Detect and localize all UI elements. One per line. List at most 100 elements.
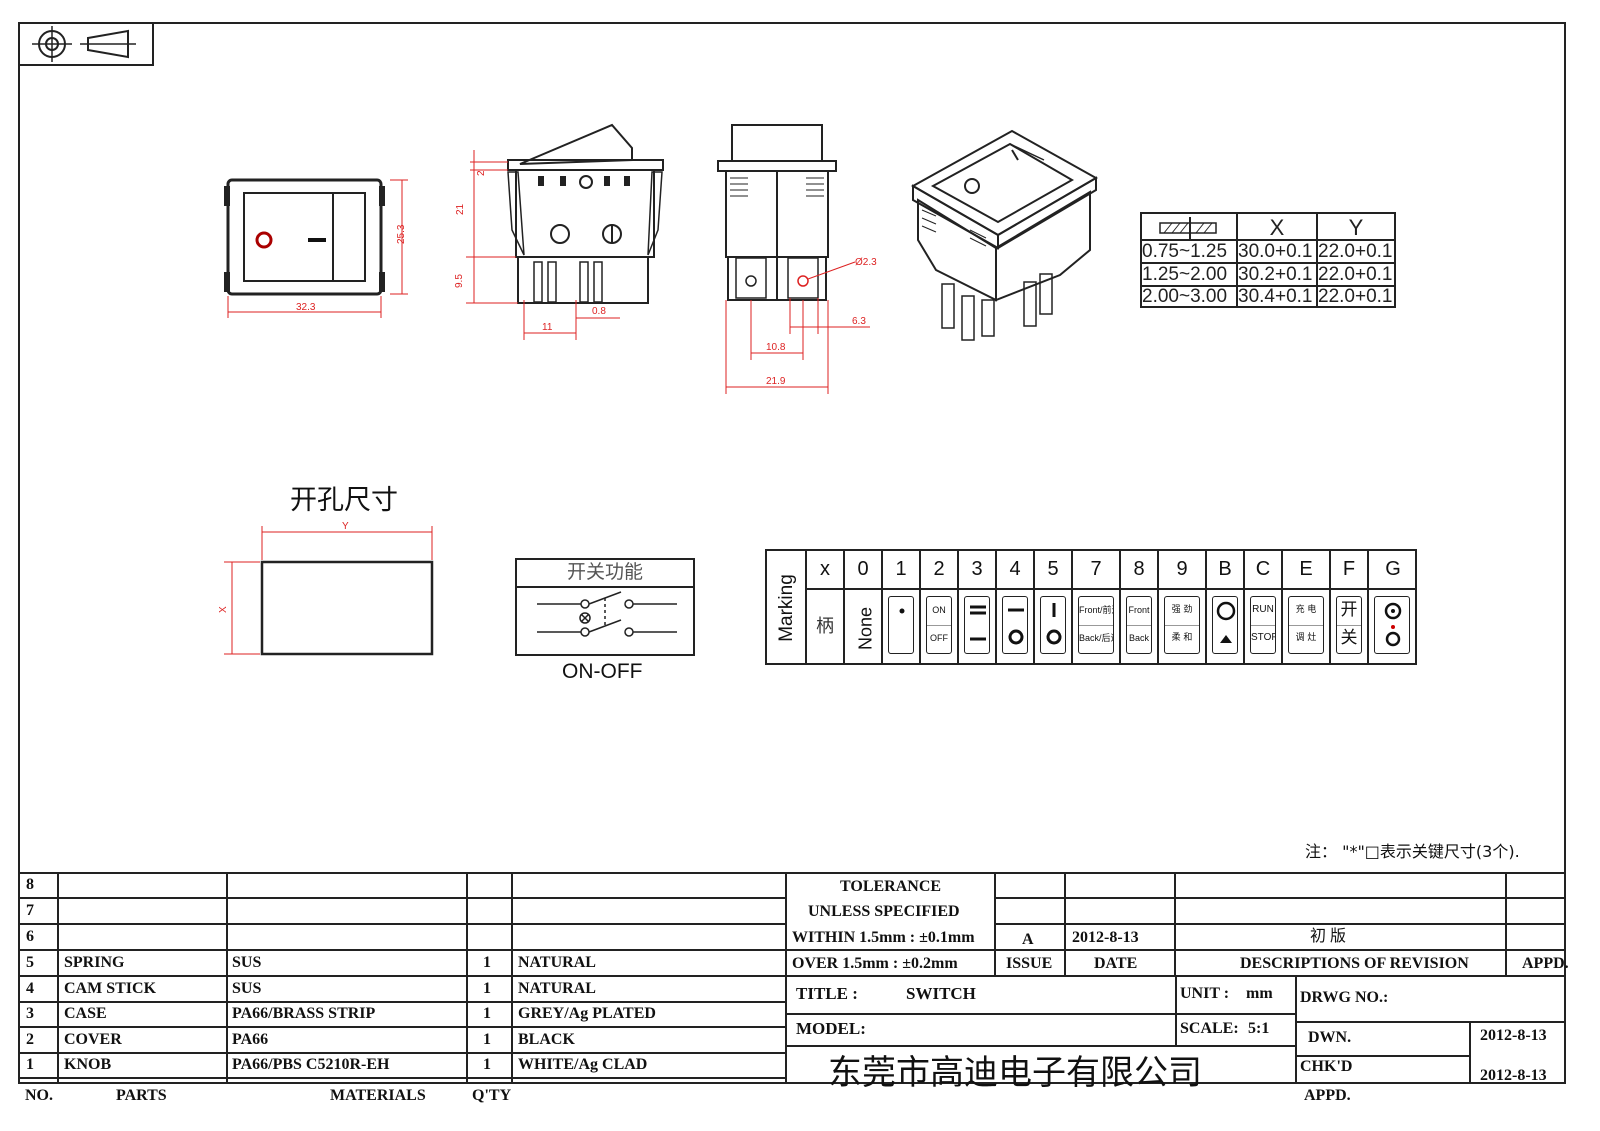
marking-header-mark: 柄	[807, 590, 845, 663]
marking-column-3: 3	[959, 551, 997, 663]
marking-symbol-bottom: Back	[1128, 633, 1149, 643]
thickness-cell: 30.0+0.1	[1238, 241, 1318, 264]
marking-symbol-divider	[1337, 625, 1361, 626]
bom-finish: BLACK	[518, 1031, 575, 1048]
drawing-frame	[18, 22, 1566, 1084]
marking-symbol-bottom: 柔 和	[1171, 633, 1193, 643]
bom-part: CASE	[64, 1005, 107, 1022]
thickness-cell: 22.0+0.1	[1318, 241, 1394, 264]
target-circle-icon	[1375, 597, 1409, 653]
marking-column-B: B	[1207, 551, 1245, 663]
cutout-y-label: Y	[342, 521, 349, 532]
projection-symbol	[18, 22, 154, 66]
marking-symbol-box: RUN STOP	[1250, 596, 1276, 654]
marking-symbol-bottom: STOP	[1251, 632, 1276, 643]
marking-symbol-divider	[1289, 625, 1323, 626]
marking-symbol-box	[1374, 596, 1410, 654]
thickness-cell: 2.00~3.00	[1142, 287, 1238, 306]
date-value: 2012-8-13	[1072, 929, 1139, 946]
bar-circle-icon	[1003, 597, 1027, 653]
marking-code: 4	[1009, 558, 1021, 580]
marking-symbol-bottom: Back/后退	[1079, 633, 1113, 643]
dim-h1-label: 21	[455, 203, 466, 215]
marking-code: 7	[1090, 558, 1102, 580]
function-caption: ON-OFF	[562, 660, 643, 683]
dim-pin-t-label: 0.8	[592, 306, 606, 317]
bom-material: PA66/PBS C5210R-EH	[232, 1056, 390, 1073]
marking-symbol-box	[1002, 596, 1028, 654]
marking-symbol-top: RUN	[1252, 604, 1274, 615]
date-label: DATE	[1094, 955, 1138, 972]
thickness-header-icon	[1142, 214, 1238, 241]
marking-symbol-top: 强 劲	[1171, 605, 1193, 615]
bom-finish: NATURAL	[518, 980, 596, 997]
marking-symbol-box: 强 劲柔 和	[1164, 596, 1200, 654]
title-value: SWITCH	[906, 984, 976, 1003]
power-level-icon	[1213, 597, 1237, 653]
unit-value: mm	[1246, 985, 1273, 1002]
outline-view: 32.3 25.3	[224, 178, 408, 318]
tolerance-line-4: OVER 1.5mm : ±0.2mm	[792, 955, 958, 972]
dim-pin-gap-label: 11	[542, 322, 553, 333]
scale-value: 5:1	[1248, 1020, 1270, 1037]
bom-no: 3	[26, 1005, 34, 1022]
marking-row-divider	[807, 588, 1415, 590]
thickness-header-y: Y	[1318, 214, 1394, 241]
title-label: TITLE :	[796, 984, 858, 1003]
marking-symbol-top: Front	[1128, 605, 1150, 615]
note: 注： "*"□表示关键尺寸(3个).	[1305, 842, 1520, 861]
bom-no: 6	[26, 928, 34, 945]
marking-code: C	[1255, 558, 1271, 580]
tolerance-line-1: TOLERANCE	[840, 878, 942, 895]
bom-material: SUS	[232, 954, 262, 971]
marking-symbol-box	[1212, 596, 1238, 654]
marking-column-G: G	[1369, 551, 1417, 663]
function-box: 开关功能	[515, 558, 695, 656]
thickness-cell: 0.75~1.25	[1142, 241, 1238, 264]
desc-label: DESCRIPTIONS OF REVISION	[1240, 955, 1469, 972]
isometric-view	[910, 129, 1099, 341]
marking-symbol-divider	[927, 625, 951, 626]
marking-table: Marking x 柄 0None12ONOFF3457Front/前进Back…	[765, 549, 1417, 665]
bom-material: SUS	[232, 980, 262, 997]
marking-symbol-box	[888, 596, 914, 654]
dim-top-label: 2	[476, 170, 487, 176]
bom-footer-parts: PARTS	[116, 1087, 167, 1104]
marking-symbol-bottom: 调 灶	[1295, 633, 1317, 643]
thickness-header-x: X	[1238, 214, 1318, 241]
marking-column-C: C RUN STOP	[1245, 551, 1283, 663]
bom-finish: NATURAL	[518, 954, 596, 971]
marking-code: 5	[1047, 558, 1059, 580]
switch-views: 32.3 25.3 2 21 9.5 11 0.8	[224, 123, 1099, 394]
tolerance-line-2: UNLESS SPECIFIED	[808, 903, 960, 920]
appd-label: APPD.	[1522, 955, 1569, 972]
marking-symbol-divider	[1165, 625, 1199, 626]
marking-columns: 0None12ONOFF3457Front/前进Back/后退8FrontBac…	[845, 551, 1415, 663]
terminal-view: Ø2.3 6.3 10.8 21.9	[717, 124, 877, 394]
bom-no: 2	[26, 1031, 34, 1048]
bom-no: 4	[26, 980, 34, 997]
cutout-x-label: X	[218, 606, 229, 613]
marking-code: F	[1342, 558, 1356, 580]
bom-part: COVER	[64, 1031, 122, 1048]
bom-material: PA66	[232, 1031, 269, 1048]
issue-label: ISSUE	[1006, 955, 1053, 972]
marking-row-label-cell: Marking	[767, 551, 807, 663]
bom-no: 5	[26, 954, 34, 971]
chkd-date: 2012-8-13	[1480, 1067, 1547, 1084]
dim-height-label: 25.3	[396, 224, 407, 244]
marking-symbol-bottom: OFF	[930, 633, 948, 643]
bom-qty: 1	[483, 1031, 491, 1048]
chkd-label: CHK'D	[1300, 1058, 1353, 1075]
thickness-cell: 30.2+0.1	[1238, 264, 1318, 287]
bom-qty: 1	[483, 1005, 491, 1022]
marking-code: G	[1385, 558, 1401, 580]
bom-footer-materials: MATERIALS	[330, 1087, 426, 1104]
bom-no: 7	[26, 902, 34, 919]
